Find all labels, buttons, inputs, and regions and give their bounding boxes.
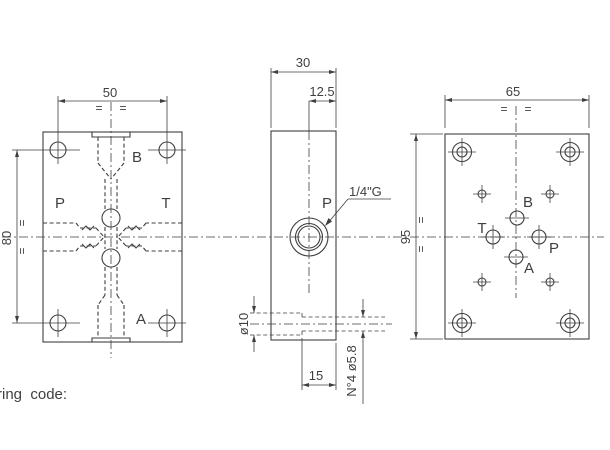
front-port-t-label: T	[161, 195, 170, 212]
side-view-outline	[270, 130, 337, 341]
front-port-a-label: A	[136, 311, 146, 328]
side-view: P 1/4"G 30 12.5	[236, 55, 392, 404]
dimension-95-text: 95	[398, 230, 413, 244]
front-view-gallery	[101, 208, 121, 268]
side-view-cross-drilling	[250, 312, 392, 336]
front-view-a-passage	[91, 267, 131, 342]
dimension-mounting-holes: N°4 ø5.8	[344, 299, 365, 404]
dimension-12-5: 12.5	[309, 84, 336, 103]
symmetry-mark: =	[524, 102, 531, 116]
back-view: B T P A 65 = = 95 = =	[398, 84, 590, 340]
symmetry-mark: =	[500, 102, 507, 116]
side-port-p-label: P	[322, 195, 332, 212]
front-view-b-passage	[91, 132, 131, 209]
thread-spec-text: 1/4"G	[349, 184, 382, 199]
dimension-50: 50 = =	[58, 85, 167, 115]
dimension-50-text: 50	[103, 85, 117, 100]
front-view-mounting-holes	[12, 96, 186, 337]
front-view-p-passage	[43, 222, 105, 252]
side-view-p-port	[289, 217, 329, 257]
ordering-code-label-partial: ring code:	[0, 386, 67, 403]
front-port-b-label: B	[132, 149, 142, 166]
dimension-65: 65 = =	[444, 84, 590, 128]
front-view-t-passage	[117, 222, 182, 252]
dimension-12-5-text: 12.5	[309, 84, 334, 99]
dimension-15-text: 15	[309, 368, 323, 383]
back-view-screw-holes	[473, 185, 559, 291]
dimension-15: 15	[301, 338, 337, 390]
thread-leader: 1/4"G	[325, 184, 391, 226]
dimension-drill-text: ø10	[236, 313, 251, 335]
back-view-port-pattern	[481, 210, 551, 265]
back-port-a-label: A	[524, 260, 534, 277]
symmetry-mark: =	[414, 216, 428, 223]
dimension-80: 80 = =	[0, 150, 29, 323]
back-view-outline	[444, 133, 590, 340]
dimension-30: 30	[270, 55, 337, 128]
front-view: P T B A 50 = = 80 = =	[0, 85, 186, 358]
dimension-drill-diameter: ø10	[236, 296, 256, 352]
dimension-30-text: 30	[296, 55, 310, 70]
back-view-corner-holes	[448, 138, 584, 337]
back-port-t-label: T	[477, 220, 486, 237]
symmetry-mark: =	[95, 101, 102, 115]
symmetry-mark: =	[15, 247, 29, 254]
symmetry-mark: =	[414, 245, 428, 252]
symmetry-mark: =	[119, 101, 126, 115]
dimension-65-text: 65	[506, 84, 520, 99]
front-port-p-label: P	[55, 195, 65, 212]
back-port-p-label: P	[549, 240, 559, 257]
back-port-b-label: B	[523, 194, 533, 211]
dimension-95: 95 = =	[398, 133, 443, 340]
dimension-mounting-holes-text: N°4 ø5.8	[344, 345, 359, 396]
front-view-outline	[42, 131, 183, 343]
dimension-80-text: 80	[0, 231, 14, 245]
symmetry-mark: =	[15, 219, 29, 226]
